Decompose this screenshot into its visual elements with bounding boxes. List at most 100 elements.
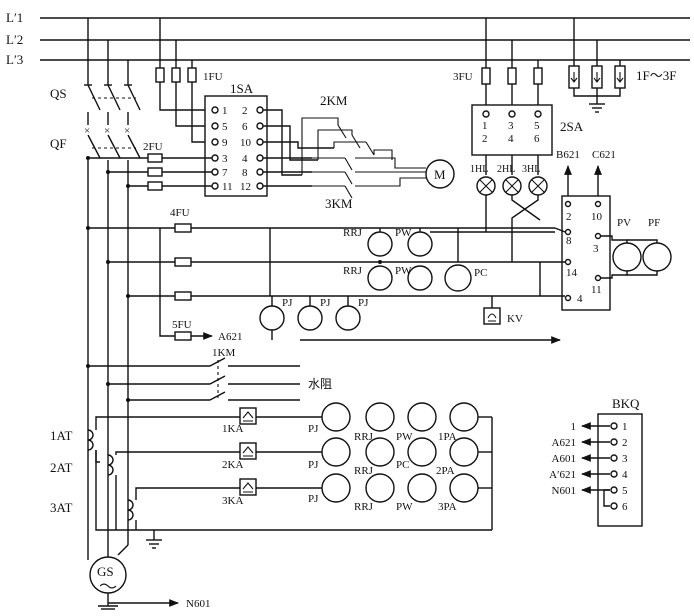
bkq-row: 6	[603, 489, 628, 513]
svg-text:12: 12	[240, 181, 251, 193]
generator-gs: GS N601	[89, 544, 210, 610]
fu4-label: 4FU	[170, 207, 190, 219]
svg-text:PW: PW	[396, 431, 413, 443]
ka1-label: 1KA	[222, 423, 243, 435]
main-switchgear: ××× QS QF	[50, 18, 141, 560]
svg-text:PJ: PJ	[308, 459, 319, 471]
svg-text:PW: PW	[396, 501, 413, 513]
bkq-pin-label: 1	[622, 421, 628, 433]
bkq-signal-label: A621	[552, 437, 576, 449]
row2-meter-3	[407, 437, 437, 467]
meter-pj-1	[259, 305, 285, 331]
row3-meter-1	[321, 473, 351, 503]
svg-text:×: ×	[84, 125, 90, 137]
signal-arrows: B621 C621	[556, 149, 616, 198]
motor-label: M	[434, 167, 446, 182]
rrj1-label: RRJ	[343, 227, 363, 239]
at1-label: 1AT	[50, 428, 72, 443]
water-resistor-label: 水阻	[308, 377, 332, 391]
b621-label: B621	[556, 149, 580, 161]
bkq-signal-label: N601	[552, 485, 576, 497]
selector-switch-2sa: 2SA 1 3 5 2 4 6	[471, 104, 584, 175]
svg-text:10: 10	[240, 137, 252, 149]
svg-text:11: 11	[591, 284, 602, 296]
meter-pw-lower	[407, 265, 433, 291]
bkq-pin-label: 3	[622, 453, 628, 465]
lamp-1hl-icon	[476, 176, 496, 196]
svg-text:5: 5	[534, 120, 540, 132]
busbars: L′1 L′2 L′3	[6, 10, 690, 67]
sa1-label: 1SA	[230, 81, 254, 96]
fuse-2fu: 2FU	[86, 141, 212, 191]
fu5-label: 5FU	[172, 319, 192, 331]
svg-text:1PA: 1PA	[438, 431, 457, 443]
svg-text:6: 6	[242, 121, 248, 133]
qs-label: QS	[50, 86, 67, 101]
sa1-right-terminals: 2 6 10 4 8 12	[240, 105, 264, 193]
km1-label: 1KM	[212, 347, 235, 359]
gs-label: GS	[97, 564, 114, 579]
row3-meter-2	[365, 473, 395, 503]
metering-instruments: RRJ PW RRJ PW PC PJ PJ PJ KV	[259, 227, 541, 340]
bkq-pin-icon	[610, 486, 618, 494]
bus-label-l1: L′1	[6, 10, 23, 25]
pv-label: PV	[617, 217, 631, 229]
ct-3at-icon	[127, 499, 134, 521]
svg-text:4: 4	[577, 293, 583, 305]
terminal-block: 2 10 8 3 14 11 4 PV PF	[561, 195, 672, 311]
fuse-1fu: 1FU	[155, 18, 223, 143]
svg-text:×: ×	[104, 125, 110, 137]
voltmeter-pv	[612, 242, 642, 272]
meter-rrj-lower	[367, 265, 393, 291]
kv-label: KV	[507, 313, 523, 325]
bkq-pin-icon	[610, 470, 618, 478]
row3-meter-3	[407, 473, 437, 503]
ct-2at-icon	[107, 454, 114, 476]
bkq-pin-icon	[610, 502, 618, 510]
relay-3ka-icon	[239, 478, 257, 496]
row1-meter-3	[407, 402, 437, 432]
svg-text:14: 14	[566, 267, 578, 279]
bkq-signal-label: 1	[571, 421, 577, 433]
c621-label: C621	[592, 149, 616, 161]
lamp-3hl-icon	[528, 176, 548, 196]
svg-text:1: 1	[482, 120, 488, 132]
svg-text:6: 6	[534, 133, 540, 145]
contactors-km: 2KM 3KM M	[301, 93, 455, 211]
at3-label: 3AT	[50, 500, 72, 515]
hl2-label: 2HL	[497, 164, 515, 175]
relay-2ka-icon	[239, 442, 257, 460]
svg-text:PC: PC	[396, 459, 409, 471]
relay-1ka-icon	[239, 407, 257, 425]
pj3-label: PJ	[358, 297, 369, 309]
frequency-meter-pf	[642, 242, 672, 272]
svg-text:2: 2	[242, 105, 248, 117]
meter-rrj-upper	[367, 231, 393, 257]
fuse-3fu: 3FU	[453, 18, 543, 110]
svg-text:3PA: 3PA	[438, 501, 457, 513]
pw2-label: PW	[395, 265, 412, 277]
svg-text:4: 4	[242, 153, 248, 165]
bkq-row: A601 3	[552, 453, 628, 465]
row1-meter-1	[321, 402, 351, 432]
arrester-range-label: 1F～3F	[636, 68, 676, 83]
bkq-pin-icon	[610, 438, 618, 446]
terminal-block-body	[561, 195, 611, 311]
bkq-pin-label: 6	[622, 501, 628, 513]
svg-text:PJ: PJ	[308, 423, 319, 435]
hl3-label: 3HL	[522, 164, 540, 175]
svg-text:3: 3	[222, 153, 228, 165]
meter-pj-2	[297, 305, 323, 331]
bkq-signal-label: A′621	[549, 469, 576, 481]
pj1-label: PJ	[282, 297, 293, 309]
bkq-signal-label: A601	[552, 453, 576, 465]
pf-label: PF	[648, 217, 660, 229]
a621-mid-label: A621	[218, 331, 242, 343]
bkq-pin-label: 5	[622, 485, 628, 497]
ka3-label: 3KA	[222, 495, 243, 507]
